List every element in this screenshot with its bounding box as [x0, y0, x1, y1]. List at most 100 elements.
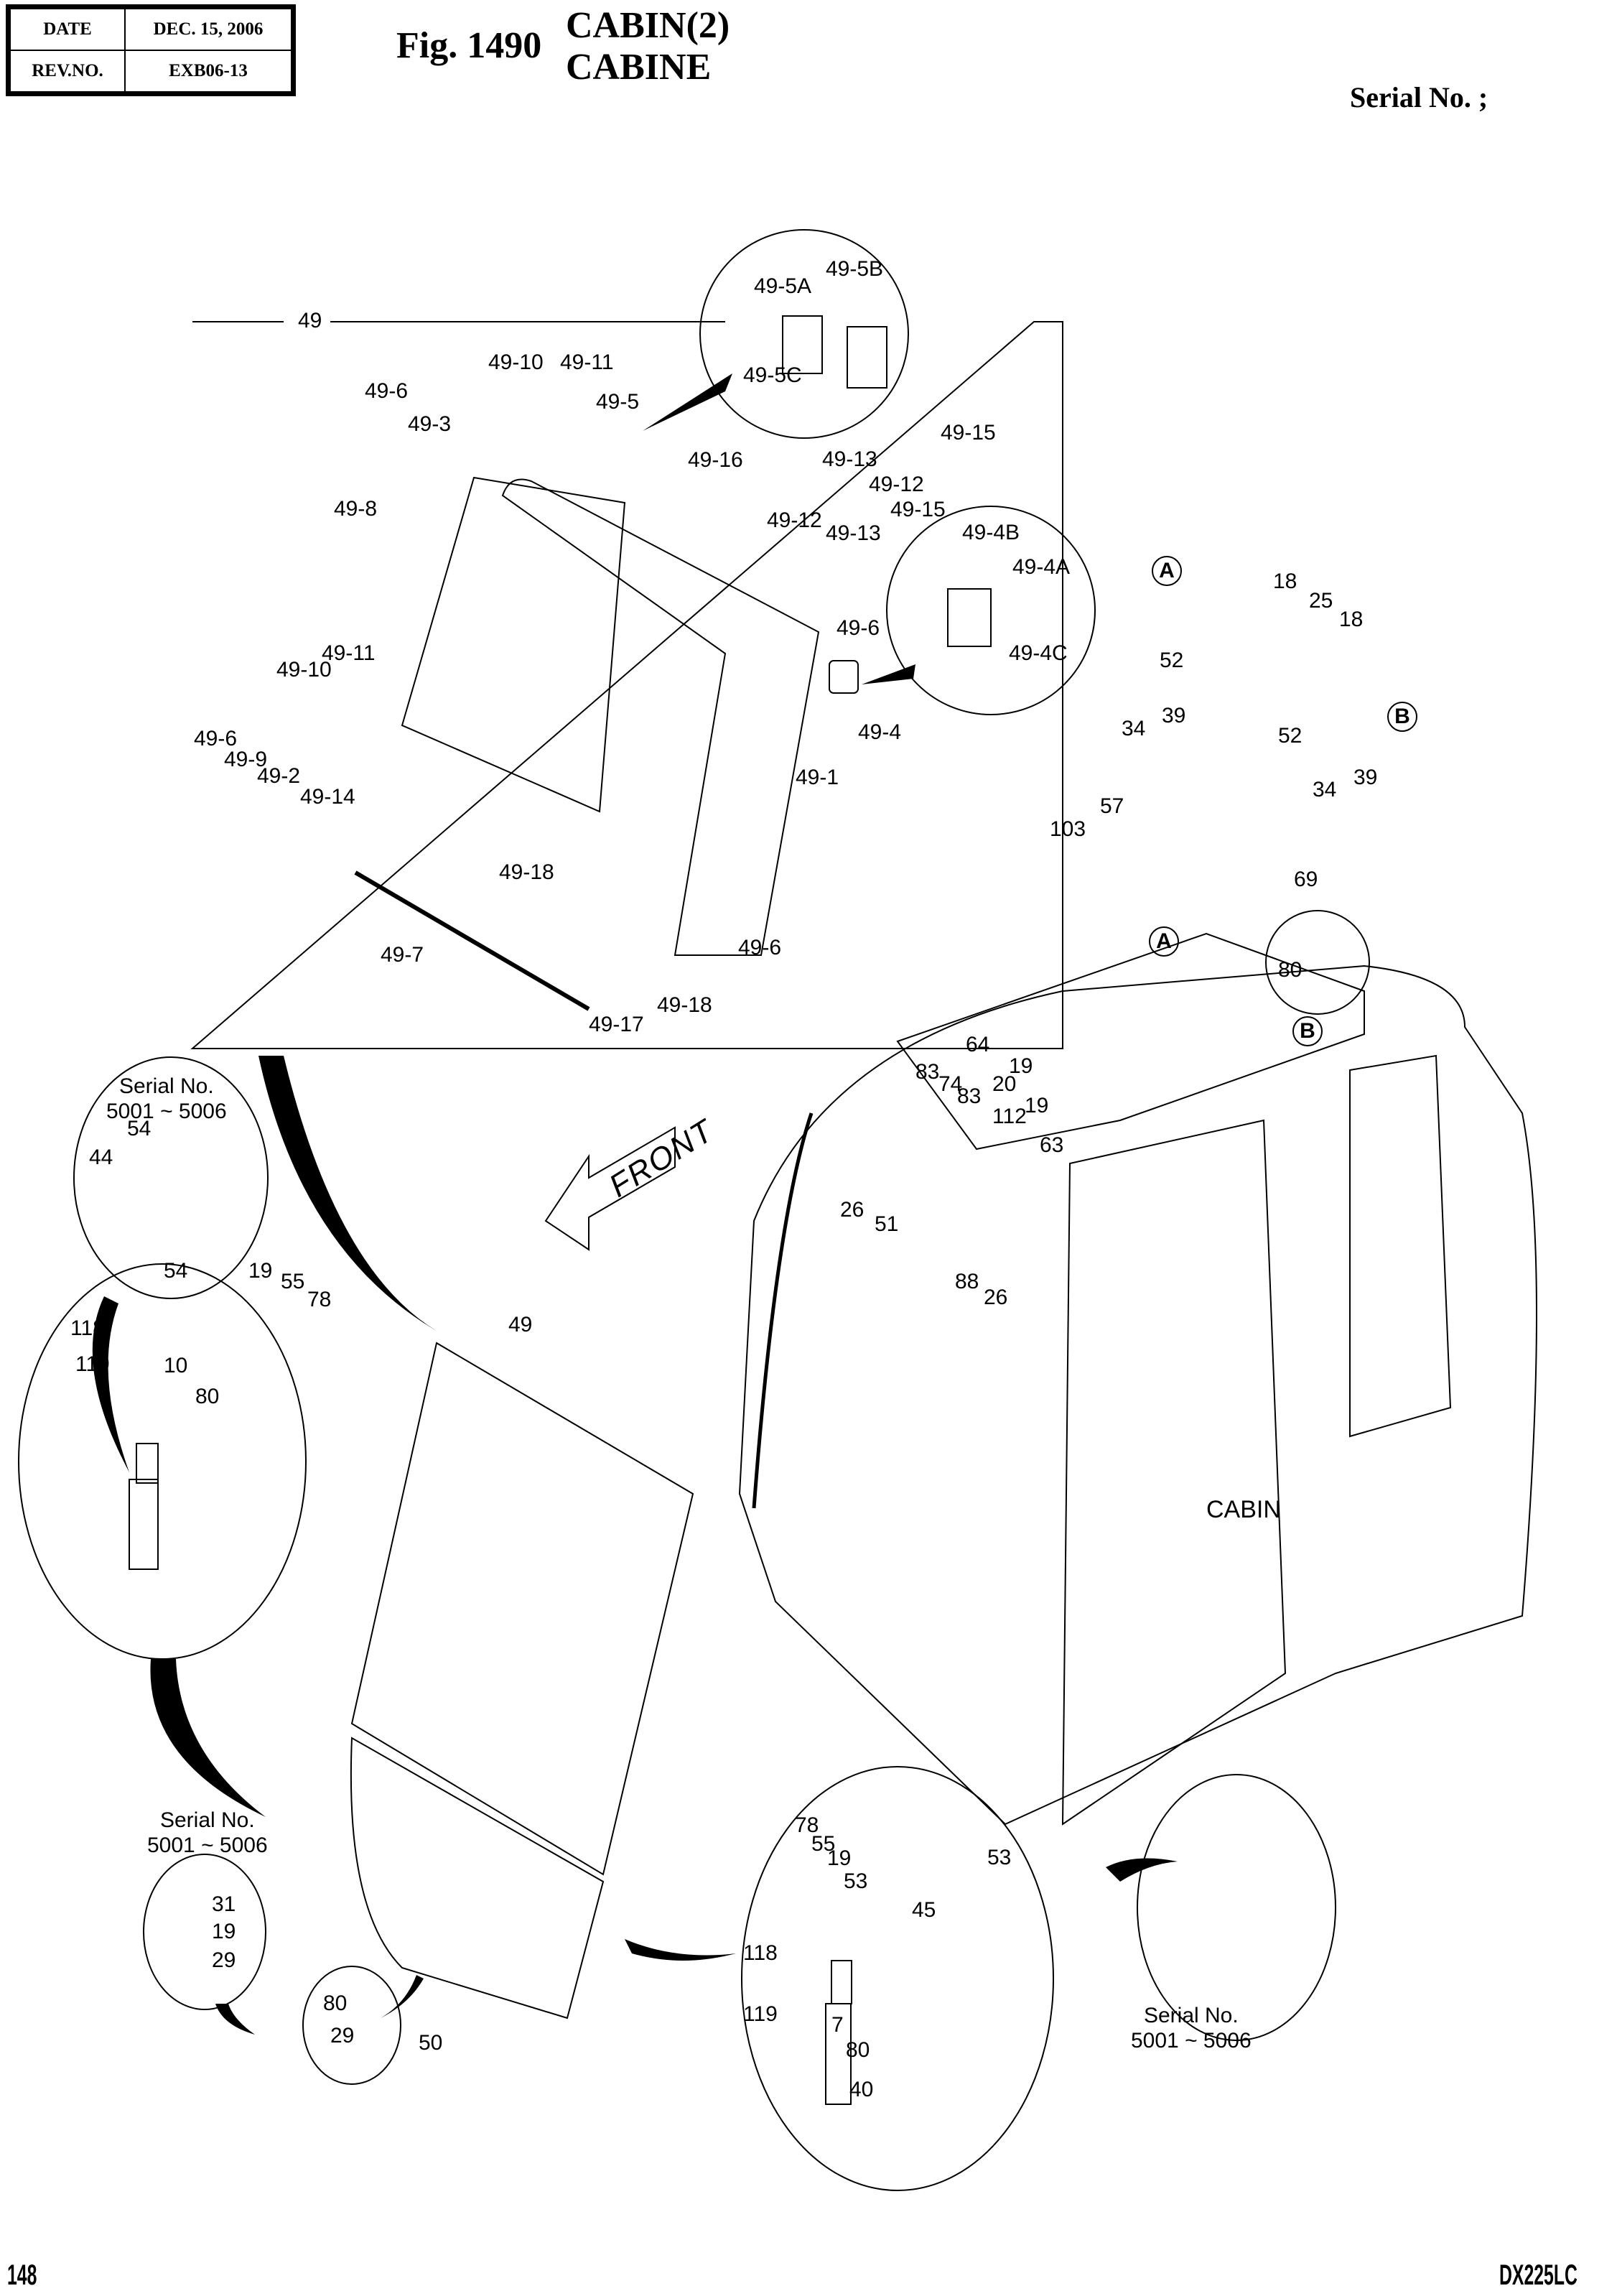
detail-circle-serial-53: [1137, 1774, 1336, 2041]
revision-table: DATE DEC. 15, 2006 REV.NO. EXB06-13: [6, 4, 296, 96]
part-label: 49-9: [224, 748, 268, 771]
part-label: 49-6: [365, 379, 409, 403]
cabin-door-frame: [1349, 1054, 1452, 1438]
serial-note-line1: Serial No.: [159, 1808, 255, 1832]
part-label: 34: [1313, 778, 1337, 801]
part-label: 52: [1278, 724, 1303, 748]
serial-note-upper-left: Serial No. 5001 ~ 5006: [106, 1074, 227, 1124]
detail-circle-49-5: [699, 229, 909, 439]
part-label: 49-10: [276, 658, 332, 682]
reference-marker-b: B: [1387, 702, 1417, 732]
part-label: 29: [330, 2024, 355, 2048]
cabin-body: [738, 965, 1537, 1826]
date-value: DEC. 15, 2006: [124, 6, 294, 51]
part-label: 49-18: [657, 993, 712, 1017]
lower-panel-50: [350, 1737, 605, 2020]
leader-wedge: [1106, 1858, 1178, 1882]
part-label: 49-13: [826, 521, 881, 545]
serial-note-lower-left: Serial No. 5001 ~ 5006: [147, 1808, 268, 1858]
part-label: 25: [1309, 589, 1333, 613]
part-label: 19: [212, 1920, 236, 1943]
part-label: 83: [915, 1060, 940, 1084]
detail-circle-serial-54: [73, 1056, 269, 1299]
title-french: CABINE: [566, 47, 712, 88]
figure-number: Fig. 1490: [396, 25, 542, 66]
rev-value: EXB06-13: [124, 50, 294, 95]
window-seal-49-7: [354, 870, 590, 1011]
serial-note-line1: Serial No.: [118, 1074, 214, 1098]
part-label: 49-5A: [754, 274, 812, 298]
part-label: 118: [743, 1941, 778, 1965]
leader-wedge: [258, 1056, 445, 1336]
part-label: 49-6: [837, 616, 880, 640]
model-name: DX225LC: [1499, 2259, 1578, 2291]
part-label: 18: [1273, 570, 1297, 593]
serial-note-lower-right: Serial No. 5001 ~ 5006: [1131, 2004, 1252, 2053]
detail-circle-serial-29: [143, 1854, 266, 2010]
part-label: 49-1: [796, 766, 839, 789]
part-label: 39: [1162, 704, 1186, 728]
detail-circle-53: [741, 1766, 1054, 2191]
part-label: 20: [992, 1072, 1017, 1096]
part-label: 112: [992, 1105, 1027, 1128]
part-label: 80: [323, 1991, 348, 2015]
part-label: 80: [1278, 958, 1303, 982]
serial-note-line1: Serial No.: [1143, 2004, 1239, 2027]
part-label: 88: [955, 1270, 979, 1293]
part-label: 119: [75, 1352, 110, 1376]
part-label: 103: [1050, 817, 1086, 841]
leader-wedge: [625, 1939, 736, 1961]
part-label: 119: [743, 2002, 778, 2026]
part-label: 10: [164, 1354, 188, 1377]
part-label: 49-5C: [743, 363, 802, 387]
part-label: 53: [987, 1846, 1012, 1869]
part-label: 49-15: [941, 421, 996, 445]
part-label: 31: [212, 1892, 236, 1916]
part-label: 49-3: [408, 412, 452, 436]
part-label: 57: [1100, 794, 1124, 818]
part-label: 49-4A: [1012, 555, 1071, 579]
part-label: 49-2: [257, 764, 301, 788]
serial-number-header: Serial No. ;: [1350, 81, 1488, 113]
date-label: DATE: [7, 6, 126, 51]
cabin-side-opening: [1061, 1119, 1287, 1826]
part-label: 49-7: [381, 943, 424, 967]
part-label: 49-16: [688, 448, 743, 472]
lock-cover-49-5B: [847, 326, 887, 389]
part-label: 19: [248, 1259, 273, 1283]
part-label: 118: [70, 1316, 105, 1340]
leader-wedge: [92, 1296, 129, 1472]
lock-49-5-detail: [782, 315, 823, 374]
part-label: 49-6: [738, 936, 782, 959]
serial-note-line2: 5001 ~ 5006: [147, 1833, 268, 1857]
title-english: CABIN(2): [566, 5, 730, 46]
part-label: 49-12: [869, 473, 924, 496]
front-direction-arrow: [544, 1126, 676, 1251]
part-label: 83: [957, 1084, 982, 1108]
detail-circle-54: [18, 1263, 307, 1660]
part-label: 49-13: [822, 447, 877, 471]
part-label: 78: [795, 1813, 819, 1837]
stopper-118b: [831, 1960, 852, 2004]
front-door-49: [350, 1342, 694, 1876]
reference-marker-a: A: [1152, 556, 1182, 586]
part-label: 63: [1040, 1133, 1064, 1157]
figure-names: CABIN(2) CABINE: [566, 7, 730, 90]
part-label: 18: [1339, 608, 1364, 631]
detail-circle-29: [302, 1966, 401, 2085]
assembly-49-detail-frame: [190, 321, 1063, 1049]
cabin-front-pillar: [752, 1112, 814, 1509]
serial-note-line2: 5001 ~ 5006: [106, 1099, 227, 1123]
page-number: 148: [7, 2259, 37, 2291]
part-label: 51: [875, 1212, 899, 1236]
part-label: 53: [844, 1869, 868, 1893]
part-label: 29: [212, 1948, 236, 1972]
detail-circle-49-4: [886, 506, 1096, 715]
latch-49-4: [829, 660, 859, 694]
part-label: 52: [1160, 649, 1184, 672]
part-label: 49-18: [499, 860, 554, 884]
window-frame-49-16: [501, 478, 820, 956]
part-label: 19: [827, 1846, 852, 1870]
part-label: 49-11: [560, 350, 614, 374]
